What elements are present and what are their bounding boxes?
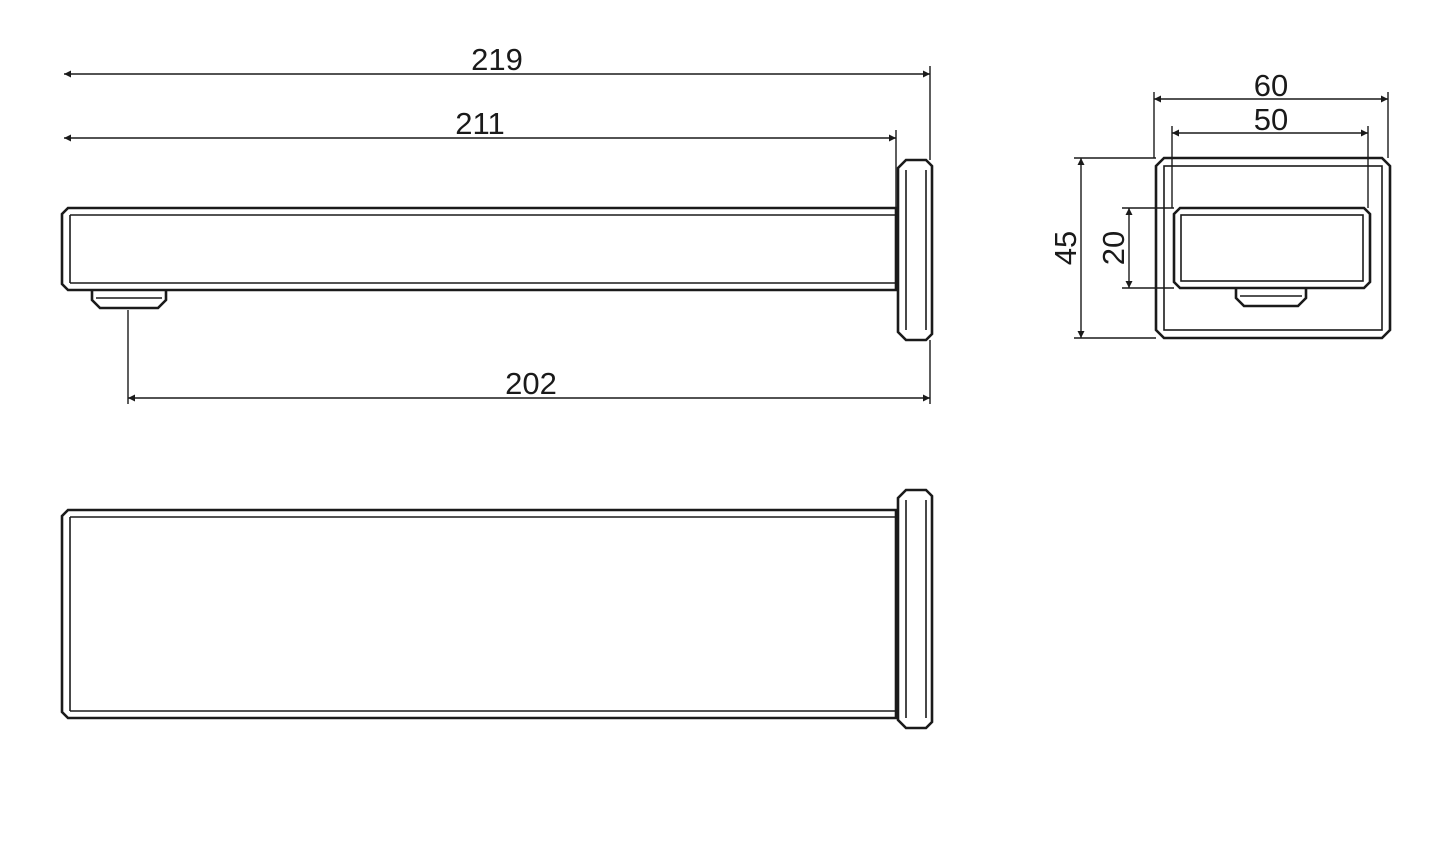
dimension-spout-length: 211 (64, 106, 897, 208)
front-view (1154, 156, 1392, 340)
front-view-aerator (1234, 288, 1308, 308)
side-view-spout (60, 206, 898, 292)
backplate-width-label: 60 (1254, 68, 1288, 103)
side-view (60, 158, 934, 342)
top-view (60, 488, 934, 730)
overall-length-label: 219 (471, 42, 523, 77)
top-view-backplate (896, 488, 934, 730)
front-view-spout (1172, 206, 1372, 290)
spout-length-label: 211 (455, 106, 504, 141)
side-view-backplate (896, 158, 934, 342)
dimension-backplate-height: 45 (1048, 157, 1156, 339)
dimension-overall-length: 219 (64, 42, 931, 160)
spout-height-label: 20 (1096, 231, 1131, 265)
dimension-backplate-width: 60 (1153, 68, 1389, 158)
spout-width-label: 50 (1254, 102, 1288, 137)
side-view-aerator (90, 290, 168, 310)
front-view-backplate (1154, 156, 1392, 340)
backplate-height-label: 45 (1048, 231, 1083, 265)
outlet-projection-label: 202 (505, 366, 557, 401)
dimension-spout-height: 20 (1096, 207, 1174, 289)
top-view-spout (60, 508, 898, 720)
dimension-spout-width: 50 (1171, 102, 1369, 208)
dimension-outlet-projection: 202 (127, 310, 931, 404)
